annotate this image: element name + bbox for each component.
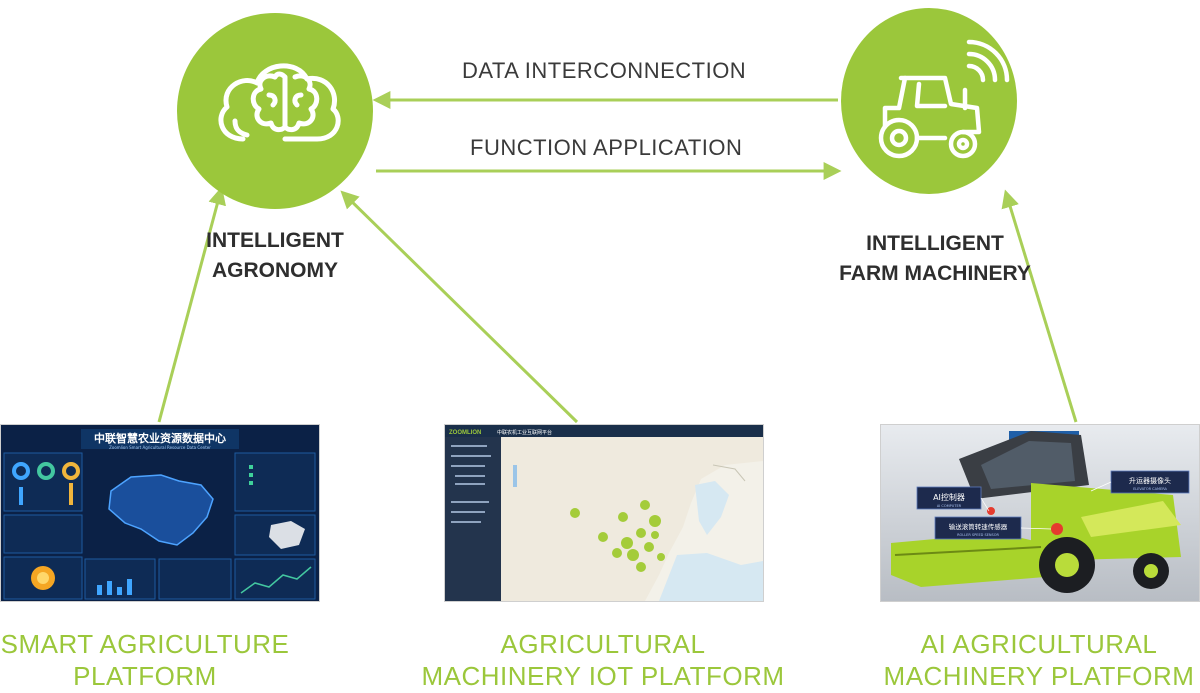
callout-elevator-camera-en: ELEVATOR CAMERA: [1133, 487, 1167, 491]
cloud-brain-icon: [218, 63, 341, 142]
callout-roller-sensor-en: ROLLER SPEED SENSOR: [957, 533, 999, 537]
platform-label-line1: AI AGRICULTURAL: [920, 629, 1158, 659]
platform-label-line2: PLATFORM: [73, 661, 217, 691]
platform-label-line1: SMART AGRICULTURE: [0, 629, 290, 659]
platform-label-line2: MACHINERY IOT PLATFORM: [421, 661, 785, 691]
iot-brand: ZOOMLION: [449, 430, 481, 436]
machinery-label-line2: FARM MACHINERY: [839, 262, 1031, 285]
smart-agriculture-screenshot: 中联智慧农业资源数据中心 Zoomlion Smart Agricultural…: [0, 424, 320, 602]
platform-label-smart-agriculture: SMART AGRICULTURE PLATFORM: [0, 628, 290, 692]
data-interconnection-label: DATA INTERCONNECTION: [462, 58, 747, 83]
machinery-label-line1: INTELLIGENT: [866, 232, 1004, 255]
function-application-label: FUNCTION APPLICATION: [470, 135, 743, 160]
platform-label-iot: AGRICULTURAL MACHINERY IOT PLATFORM: [420, 628, 786, 692]
platform-label-line2: MACHINERY PLATFORM: [883, 661, 1195, 691]
iot-platform-screenshot: ZOOMLION 中联农机工业互联网平台: [444, 424, 764, 602]
dashboard-subtitle: Zoomlion Smart Agricultural Resource Dat…: [109, 445, 211, 450]
tractor-signal-icon: [878, 39, 1010, 159]
iot-title: 中联农机工业互联网平台: [497, 429, 552, 436]
agronomy-label-line1: INTELLIGENT: [206, 229, 344, 252]
dashboard-graphic: 中联智慧农业资源数据中心 Zoomlion Smart Agricultural…: [1, 425, 319, 601]
iot-map-graphic: ZOOMLION 中联农机工业互联网平台: [445, 425, 763, 601]
platform-label-line1: AGRICULTURAL: [500, 629, 706, 659]
callout-roller-sensor-cn: 输送滚筒转速传感器: [949, 522, 1008, 531]
callout-elevator-camera-cn: 升运器摄像头: [1129, 476, 1171, 485]
dashboard-title: 中联智慧农业资源数据中心: [94, 431, 226, 445]
callout-ai-computer-cn: AI控制器: [933, 492, 965, 502]
agronomy-label-line2: AGRONOMY: [212, 259, 338, 282]
machinery-label: INTELLIGENT FARM MACHINERY: [830, 229, 1040, 289]
ai-harvester-screenshot: AI控制器 AI COMPUTER 升运器摄像头 ELEVATOR CAMERA…: [880, 424, 1200, 602]
agronomy-circle: [177, 13, 373, 209]
machinery-circle: [841, 8, 1017, 194]
smart-agri-to-agronomy-arrow: [157, 186, 226, 423]
callout-ai-computer-en: AI COMPUTER: [937, 504, 962, 508]
ai-to-machinery-arrow: [1001, 189, 1078, 423]
agronomy-label: INTELLIGENT AGRONOMY: [200, 226, 350, 286]
harvester-graphic: AI控制器 AI COMPUTER 升运器摄像头 ELEVATOR CAMERA…: [881, 425, 1199, 601]
platform-label-ai-machinery: AI AGRICULTURAL MACHINERY PLATFORM: [880, 628, 1198, 692]
iot-to-agronomy-arrow: [340, 190, 579, 424]
